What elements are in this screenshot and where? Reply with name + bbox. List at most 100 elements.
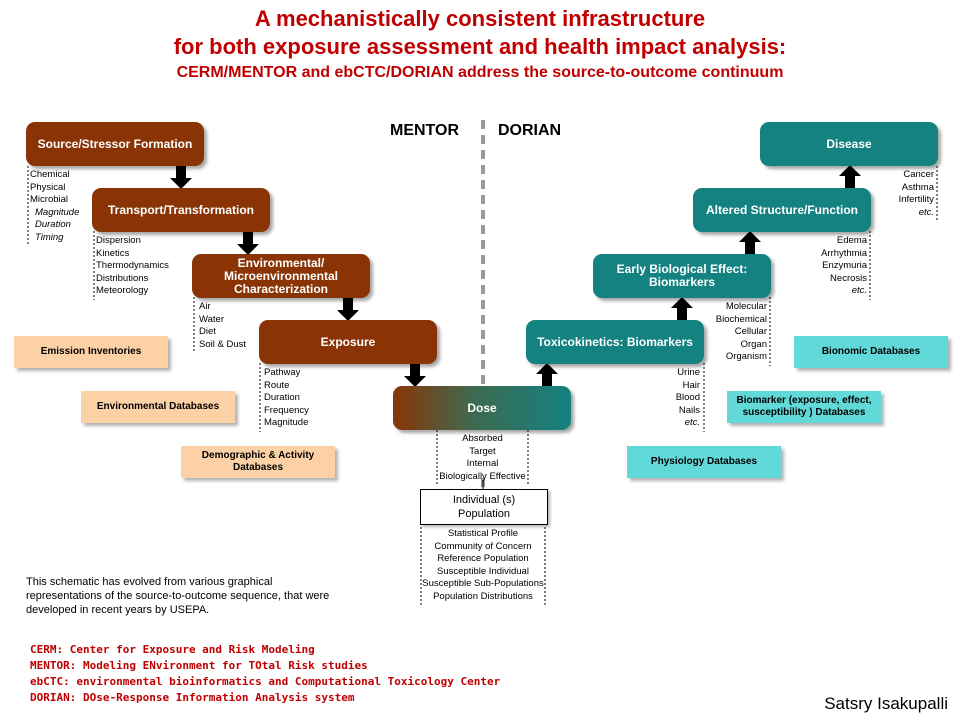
disease-list: Cancer Asthma Infertility etc.: [899, 169, 934, 219]
toxicokinetics-box: Toxicokinetics: Biomarkers: [526, 320, 704, 364]
list-item: Blood: [675, 392, 700, 403]
emission-inventories-db: Emission Inventories: [14, 336, 168, 368]
source-list: Chemical Physical Microbial Magnitude Du…: [30, 169, 79, 244]
altered-list: Edema Arrhythmia Enzymuria Necrosis etc.: [821, 235, 867, 298]
list-item: Timing: [35, 231, 64, 243]
list-item: Duration: [35, 219, 71, 230]
biomarker-databases-db: Biomarker (exposure, effect, susceptibil…: [727, 391, 881, 423]
list-item: Water: [199, 313, 224, 325]
title-line-3: CERM/MENTOR and ebCTC/DORIAN address the…: [176, 64, 784, 81]
list-item: Infertility: [898, 194, 934, 205]
dorian-label: DORIAN: [498, 122, 562, 139]
list-item: Population Distributions: [433, 590, 533, 602]
list-item: Biochemical: [715, 313, 767, 325]
list-item: Hair: [682, 379, 700, 391]
list-item: Route: [264, 379, 290, 391]
schematic-note: This schematic has evolved from various …: [26, 576, 330, 616]
environmental-databases-db: Environmental Databases: [81, 391, 235, 423]
individual-label: Individual (s): [452, 494, 516, 506]
arrow-toxicokinetics-early: [671, 297, 693, 320]
list-item: Diet: [199, 326, 216, 337]
list-item: Nails: [678, 404, 700, 416]
list-item: Arrhythmia: [821, 247, 867, 259]
list-item: Distributions: [96, 272, 149, 284]
exposure-box: Exposure: [259, 320, 437, 364]
list-item: Frequency: [264, 404, 309, 416]
list-item: Chemical: [30, 169, 70, 180]
list-item: Absorbed: [462, 433, 503, 444]
exposure-list: Pathway Route Duration Frequency Magnitu…: [264, 367, 309, 430]
list-item: Physical: [30, 181, 66, 193]
arrow-exposure-dose: [404, 364, 426, 387]
list-item: Organism: [725, 351, 767, 362]
author-name: Satsry Isakupalli: [824, 694, 948, 713]
dose-box: Dose: [393, 386, 571, 430]
list-item: Molecular: [725, 301, 767, 312]
list-item: Asthma: [901, 181, 934, 193]
arrow-transport-environmental: [237, 232, 259, 255]
environmental-list: Air Water Diet Soil & Dust: [199, 301, 246, 351]
arrow-altered-disease: [839, 165, 861, 188]
list-item: etc.: [851, 285, 867, 296]
list-item: Community of Concern: [434, 540, 532, 552]
list-item: Target: [469, 445, 496, 457]
list-item: Cellular: [734, 326, 767, 337]
list-item: Meteorology: [96, 285, 149, 296]
list-item: Magnitude: [264, 417, 309, 428]
demographic-activity-db: Demographic & Activity Databases: [181, 446, 335, 478]
list-item: Susceptible Individual: [437, 565, 529, 577]
list-item: Duration: [264, 392, 300, 403]
list-item: Enzymuria: [822, 260, 867, 271]
down-arrows: [170, 166, 426, 387]
list-item: Urine: [677, 367, 700, 378]
up-arrows: [536, 165, 861, 386]
environmental-box: Environmental/ Microenvironmental Charac…: [192, 254, 370, 298]
arrow-environmental-exposure: [337, 298, 359, 321]
dose-list: Absorbed Target Internal Biologically Ef…: [437, 433, 528, 483]
list-item: Cancer: [903, 169, 934, 180]
list-item: etc.: [684, 417, 700, 428]
list-item: Thermodynamics: [96, 260, 169, 271]
source-stressor-box: Source/Stressor Formation: [26, 122, 204, 166]
definition-mentor: MENTOR: Modeling ENvironment for TOtal R…: [30, 659, 368, 672]
acronym-definitions: CERM: Center for Exposure and Risk Model…: [30, 642, 500, 706]
list-item: Air: [199, 301, 211, 312]
list-item: Necrosis: [830, 272, 867, 284]
arrow-source-transport: [170, 166, 192, 189]
list-item: Edema: [836, 235, 867, 246]
list-item: Biologically Effective: [439, 470, 526, 482]
transport-box: Transport/Transformation: [92, 188, 270, 232]
bionomic-databases-db: Bionomic Databases: [794, 336, 948, 368]
title-line-2: for both exposure assessment and health …: [173, 34, 787, 59]
disease-box: Disease: [760, 122, 938, 166]
altered-structure-box: Altered Structure/Function: [693, 188, 871, 232]
early-effect-list: Molecular Biochemical Cellular Organ Org…: [716, 301, 767, 364]
list-item: Statistical Profile: [447, 528, 519, 539]
population-list: Statistical Profile Community of Concern…: [421, 528, 545, 603]
definition-cerm: CERM: Center for Exposure and Risk Model…: [30, 643, 315, 656]
individual-population-box: Individual (s) Population: [420, 489, 548, 525]
toxicokinetics-list: Urine Hair Blood Nails etc.: [676, 367, 700, 430]
population-label: Population: [458, 508, 510, 520]
list-item: Magnitude: [35, 206, 80, 218]
list-item: Microbial: [30, 194, 69, 205]
list-item: Pathway: [264, 367, 301, 378]
list-item: Internal: [466, 458, 499, 469]
early-effect-box: Early Biological Effect: Biomarkers: [593, 254, 771, 298]
list-item: Organ: [740, 338, 767, 350]
list-item: etc.: [918, 206, 934, 218]
list-item: Susceptible Sub-Populations: [422, 578, 544, 589]
arrow-early-altered: [739, 231, 761, 254]
list-item: Dispersion: [96, 235, 141, 246]
title-line-1: A mechanistically consistent infrastruct…: [254, 6, 706, 31]
mentor-label: MENTOR: [390, 122, 460, 139]
list-item: Soil & Dust: [199, 338, 246, 350]
list-item: Kinetics: [96, 247, 130, 259]
definition-ebctc: ebCTC: environmental bioinformatics and …: [30, 675, 501, 688]
arrow-dose-toxicokinetics: [536, 363, 558, 386]
transport-list: Dispersion Kinetics Thermodynamics Distr…: [96, 235, 169, 298]
physiology-databases-db: Physiology Databases: [627, 446, 781, 478]
definition-dorian: DORIAN: DOse-Response Information Analys…: [30, 691, 355, 704]
list-item: Reference Population: [437, 553, 529, 564]
